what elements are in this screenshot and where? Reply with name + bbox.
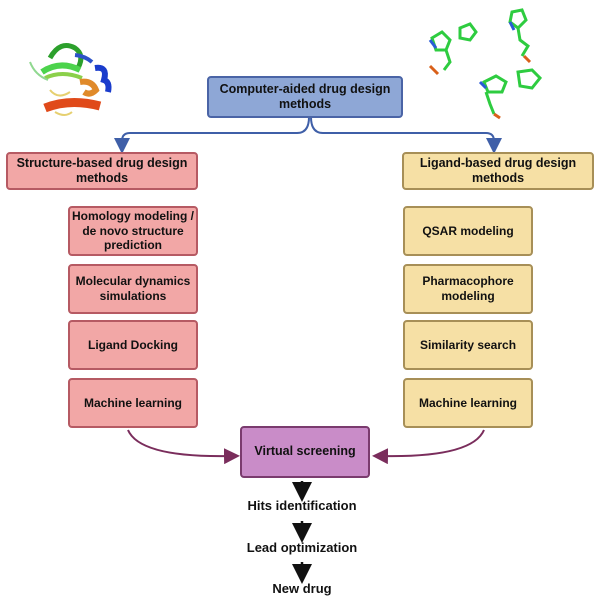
protein-structure-image [29, 43, 112, 116]
structure-based-header: Structure-based drug design methods [6, 152, 198, 190]
structure-item-label: Molecular dynamics simulations [75, 274, 191, 303]
structure-item-label: Machine learning [83, 395, 183, 410]
ligand-item: Pharmacophore modeling [403, 264, 533, 314]
ligand-item: Similarity search [403, 320, 533, 370]
structure-item: Ligand Docking [68, 320, 198, 370]
root-node-box: Computer-aided drug design methods [207, 76, 403, 118]
structure-item: Molecular dynamics simulations [68, 264, 198, 314]
arrow-ligand-to-screening [372, 429, 485, 465]
ligand-item: Machine learning [403, 378, 533, 428]
arrow-structure-to-screening [127, 429, 240, 465]
virtual-screening-box: Virtual screening [240, 426, 370, 478]
ligand-item-label: Machine learning [418, 395, 518, 410]
arrow-root-to-structure [114, 116, 310, 154]
structure-item: Machine learning [68, 378, 198, 428]
ligand-item-label: Similarity search [419, 337, 517, 352]
ligand-item: QSAR modeling [403, 206, 533, 256]
structure-item-label: Homology modeling / de novo structure pr… [72, 209, 194, 253]
virtual-screening-label: Virtual screening [254, 444, 356, 459]
pipeline-step-new-drug: New drug [272, 581, 332, 596]
pipeline-step-lead: Lead optimization [246, 540, 358, 555]
ligand-based-header-label: Ligand-based drug design methods [419, 155, 577, 185]
structure-based-header-label: Structure-based drug design methods [16, 155, 188, 185]
ligand-item-label: Pharmacophore modeling [422, 274, 514, 303]
pipeline-step-hits: Hits identification [247, 498, 357, 513]
structure-item-label: Ligand Docking [88, 337, 178, 352]
root-node-label: Computer-aided drug design methods [219, 81, 391, 111]
ligand-based-header: Ligand-based drug design methods [402, 152, 594, 190]
structure-item: Homology modeling / de novo structure pr… [68, 206, 198, 256]
ligand-item-label: QSAR modeling [422, 223, 514, 238]
arrow-root-to-ligand [310, 116, 502, 154]
ligand-molecules-image [428, 8, 543, 120]
